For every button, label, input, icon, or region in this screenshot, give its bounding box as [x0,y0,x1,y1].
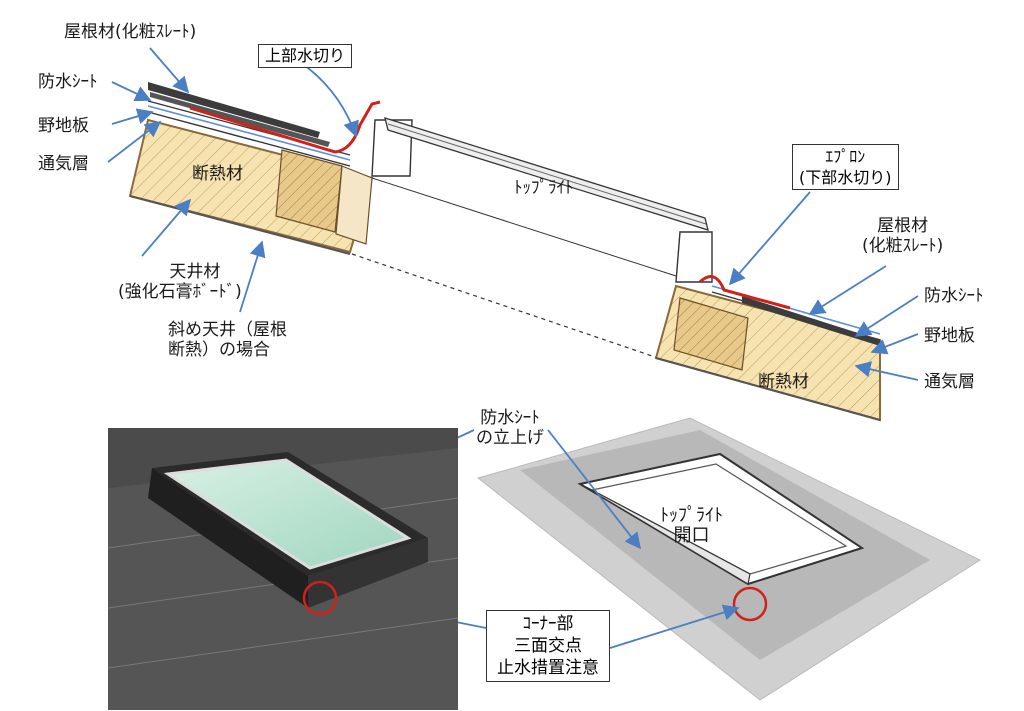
label-corner-line3: 止水措置注意 [497,658,599,678]
label-corner-note: ｺｰﾅｰ部 三面交点 止水措置注意 [486,610,610,682]
label-roof-material-right-line1: 屋根材 [877,216,929,236]
label-vent-layer-left: 通気層 [38,154,89,174]
toplight-unit [351,117,713,359]
label-sheet-rise-line2: の立上げ [476,428,544,448]
label-ceiling-line2: (強化石膏ﾎﾞｰﾄﾞ) [118,282,242,302]
label-sloped-line1: 斜め天井（屋根 [168,320,287,340]
label-sheet-rise: 防水ｼｰﾄ の立上げ [476,408,544,448]
label-sloped-ceiling: 斜め天井（屋根 断熱）の場合 [168,320,287,360]
callout-arrows-top [107,47,919,381]
label-ceiling: 天井材 (強化石膏ﾎﾞｰﾄﾞ) [118,262,242,302]
skylight-photo [108,428,458,710]
label-roof-material-left: 屋根材(化粧ｽﾚｰﾄ) [64,22,197,42]
label-toplight: ﾄｯﾌﾟﾗｲﾄ [514,178,574,198]
label-waterproof-sheet-left: 防水ｼｰﾄ [38,72,98,92]
label-upper-flashing: 上部水切り [258,44,353,68]
label-insulation-right: 断熱材 [758,372,809,392]
label-waterproof-sheet-right: 防水ｼｰﾄ [924,286,984,306]
label-apron-line2: (下部水切り) [799,168,892,187]
label-opening-line1: ﾄｯﾌﾟﾗｲﾄ [660,505,723,526]
label-opening-line2: 開口 [673,525,710,546]
label-ceiling-line1: 天井材 [169,262,221,282]
label-sloped-line2: 断熱）の場合 [168,340,270,360]
label-apron: ｴﾌﾟﾛﾝ (下部水切り) [792,144,899,190]
label-sheet-rise-line1: 防水ｼｰﾄ [480,408,540,428]
right-roof-section [654,275,881,422]
label-apron-line1: ｴﾌﾟﾛﾝ [825,147,866,166]
label-insulation-left: 断熱材 [192,164,243,184]
label-sheathing-left: 野地板 [38,116,89,136]
label-roof-material-right-line2: (化粧ｽﾚｰﾄ) [862,236,944,256]
label-opening: ﾄｯﾌﾟﾗｲﾄ 開口 [660,506,723,546]
label-roof-material-right: 屋根材 (化粧ｽﾚｰﾄ) [862,216,943,256]
label-corner-line1: ｺｰﾅｰ部 [522,614,574,634]
label-corner-line2: 三面交点 [514,636,582,656]
label-vent-layer-right: 通気層 [924,372,975,392]
opening-diagram [476,417,982,701]
label-sheathing-right: 野地板 [924,326,975,346]
left-roof-section [128,82,381,255]
